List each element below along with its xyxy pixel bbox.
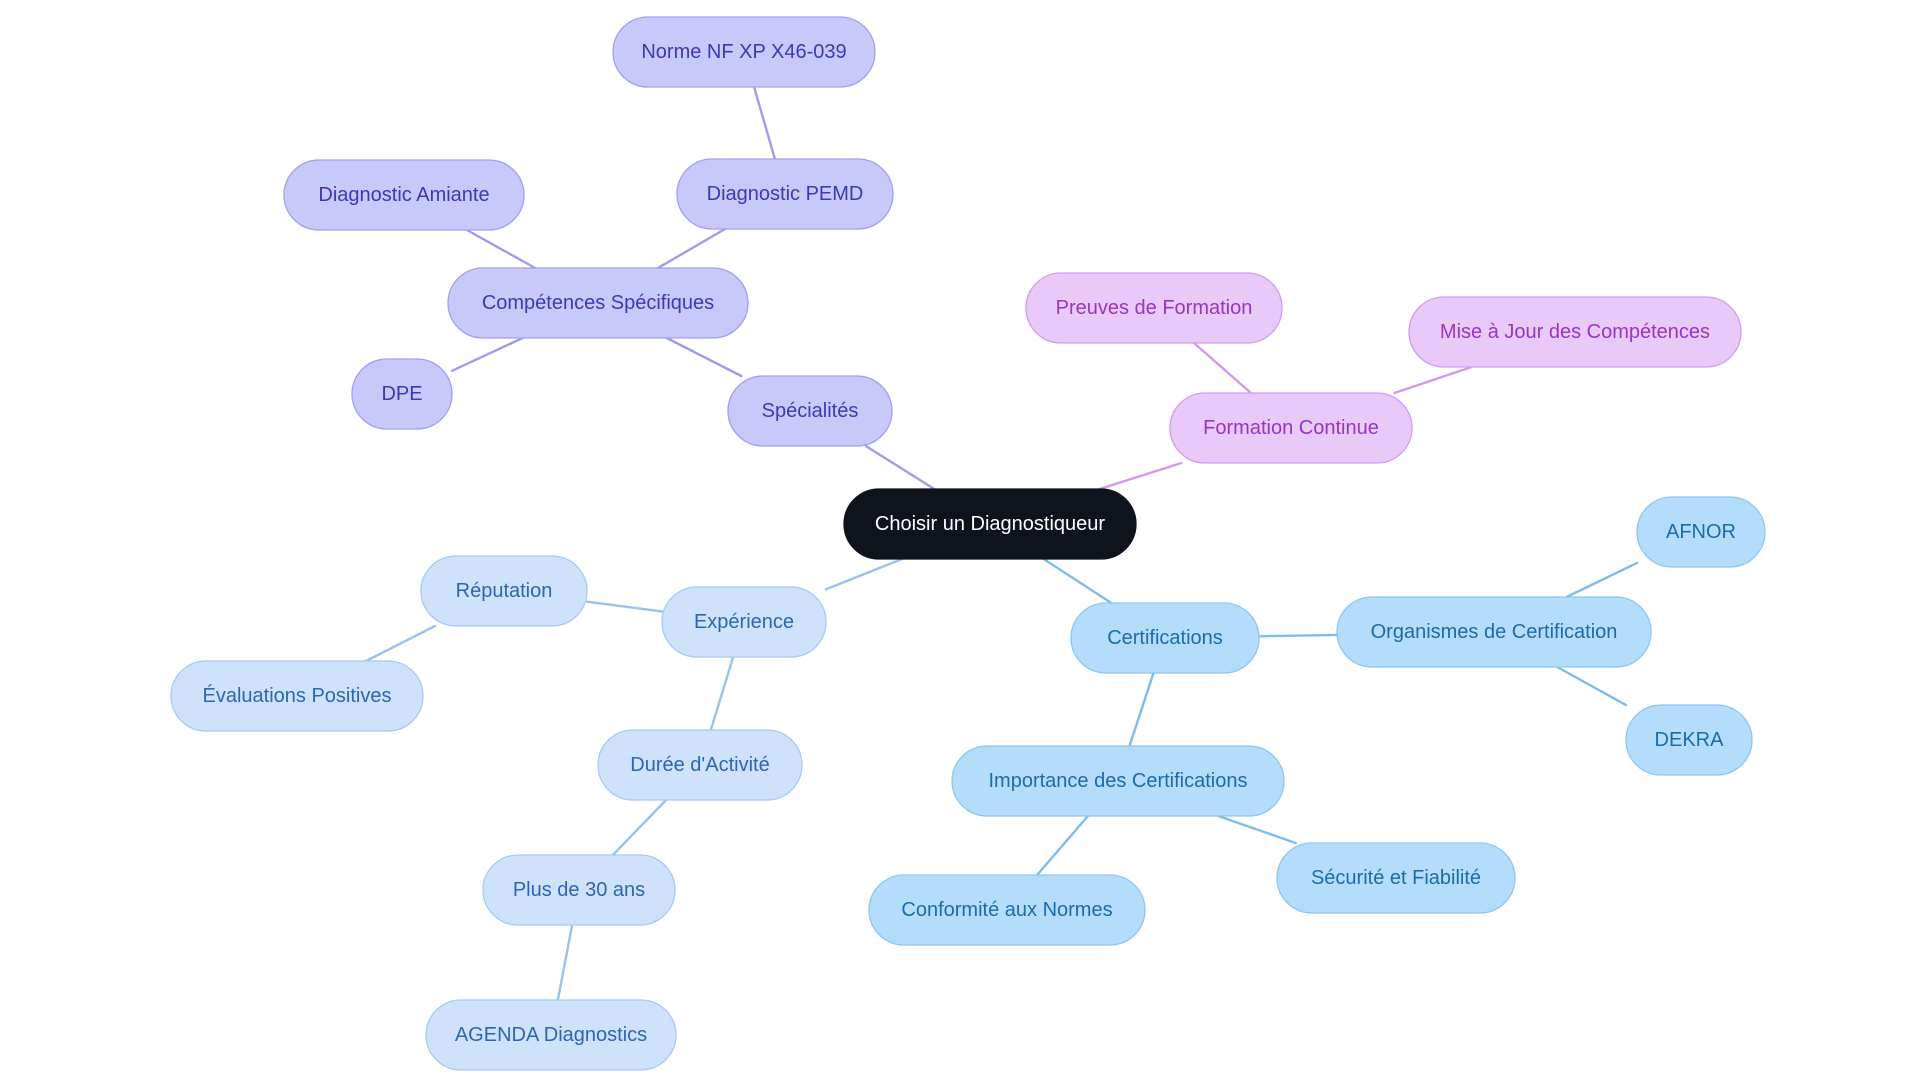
- node-amiante: Diagnostic Amiante: [283, 159, 525, 231]
- edge-certifications-importance: [1128, 671, 1155, 748]
- node-shape: [482, 854, 676, 926]
- edge-specialites-competences: [665, 336, 743, 378]
- node-shape: [1336, 596, 1652, 668]
- node-shape: [597, 729, 803, 801]
- node-shape: [868, 874, 1146, 946]
- node-shape: [843, 488, 1137, 560]
- node-label: Spécialités: [762, 400, 859, 422]
- node-shape: [951, 745, 1285, 817]
- node-dpe: DPE: [351, 358, 453, 430]
- node-label: Conformité aux Normes: [901, 899, 1112, 921]
- node-label: Organismes de Certification: [1371, 621, 1618, 643]
- edge-experience-duree: [709, 655, 735, 732]
- edge-plus30-agenda: [556, 923, 574, 1002]
- edge-reputation-evaluations: [364, 624, 437, 663]
- mindmap-edges: [364, 85, 1639, 1002]
- node-shape: [425, 999, 677, 1071]
- node-competences: Compétences Spécifiques: [447, 267, 749, 339]
- node-label: Plus de 30 ans: [513, 879, 645, 901]
- node-importance: Importance des Certifications: [951, 745, 1285, 817]
- node-shape: [1276, 842, 1516, 914]
- edge-root-formation: [1098, 461, 1183, 491]
- node-norme: Norme NF XP X46-039: [612, 16, 876, 88]
- node-plus30: Plus de 30 ans: [482, 854, 676, 926]
- node-shape: [661, 586, 827, 658]
- node-label: Certifications: [1107, 627, 1223, 649]
- node-shape: [727, 375, 893, 447]
- node-dekra: DEKRA: [1625, 704, 1753, 776]
- node-label: Réputation: [456, 580, 553, 602]
- edge-formation-majcomp: [1393, 365, 1473, 395]
- edge-pemd-norme: [752, 85, 777, 161]
- edge-organismes-afnor: [1565, 561, 1639, 599]
- edge-importance-conformite: [1035, 814, 1090, 877]
- edge-experience-reputation: [585, 600, 664, 613]
- edge-organismes-dekra: [1555, 665, 1628, 707]
- node-shape: [1625, 704, 1753, 776]
- node-shape: [1408, 296, 1742, 368]
- node-majcomp: Mise à Jour des Compétences: [1408, 296, 1742, 368]
- edge-importance-securite: [1217, 814, 1297, 845]
- node-label: Durée d'Activité: [630, 754, 769, 776]
- node-label: Preuves de Formation: [1056, 297, 1253, 319]
- node-shape: [351, 358, 453, 430]
- node-label: AGENDA Diagnostics: [455, 1024, 647, 1046]
- node-shape: [676, 158, 894, 230]
- node-shape: [612, 16, 876, 88]
- node-organismes: Organismes de Certification: [1336, 596, 1652, 668]
- node-label: DPE: [381, 383, 422, 405]
- edge-certifications-organismes: [1257, 633, 1339, 638]
- node-label: Choisir un Diagnostiqueur: [875, 513, 1105, 535]
- node-duree: Durée d'Activité: [597, 729, 803, 801]
- node-label: Diagnostic PEMD: [707, 183, 864, 205]
- edge-root-specialites: [864, 444, 936, 491]
- node-label: Diagnostic Amiante: [318, 184, 489, 206]
- edge-root-experience: [824, 557, 904, 591]
- node-shape: [1070, 602, 1260, 674]
- node-certifications: Certifications: [1070, 602, 1260, 674]
- node-label: Expérience: [694, 611, 794, 633]
- node-specialites: Spécialités: [727, 375, 893, 447]
- node-label: Compétences Spécifiques: [482, 292, 714, 314]
- node-label: Importance des Certifications: [988, 770, 1247, 792]
- node-shape: [283, 159, 525, 231]
- node-label: Évaluations Positives: [203, 684, 392, 707]
- node-label: DEKRA: [1655, 729, 1725, 751]
- node-securite: Sécurité et Fiabilité: [1276, 842, 1516, 914]
- node-shape: [1025, 272, 1283, 344]
- node-preuves: Preuves de Formation: [1025, 272, 1283, 344]
- node-formation: Formation Continue: [1169, 392, 1413, 464]
- edge-competences-amiante: [465, 228, 537, 270]
- node-experience: Expérience: [661, 586, 827, 658]
- node-reputation: Réputation: [420, 555, 588, 627]
- node-agenda: AGENDA Diagnostics: [425, 999, 677, 1071]
- node-label: Norme NF XP X46-039: [641, 41, 846, 63]
- edge-root-certifications: [1042, 557, 1113, 605]
- node-shape: [170, 660, 424, 732]
- node-label: Sécurité et Fiabilité: [1311, 867, 1481, 889]
- mindmap-nodes: Choisir un Diagnostiqueur Spécialités Comp…: [170, 16, 1766, 1071]
- node-shape: [447, 267, 749, 339]
- node-afnor: AFNOR: [1636, 496, 1766, 568]
- node-pemd: Diagnostic PEMD: [676, 158, 894, 230]
- node-evaluations: Évaluations Positives: [170, 660, 424, 732]
- node-label: AFNOR: [1666, 521, 1736, 543]
- node-conformite: Conformité aux Normes: [868, 874, 1146, 946]
- node-shape: [1636, 496, 1766, 568]
- edge-duree-plus30: [611, 798, 668, 857]
- node-label: Mise à Jour des Compétences: [1440, 321, 1710, 343]
- node-label: Formation Continue: [1203, 417, 1379, 439]
- root-node: Choisir un Diagnostiqueur: [843, 488, 1137, 560]
- node-shape: [1169, 392, 1413, 464]
- node-shape: [420, 555, 588, 627]
- edge-competences-pemd: [656, 227, 727, 270]
- edge-competences-dpe: [450, 336, 524, 372]
- edge-formation-preuves: [1192, 341, 1253, 395]
